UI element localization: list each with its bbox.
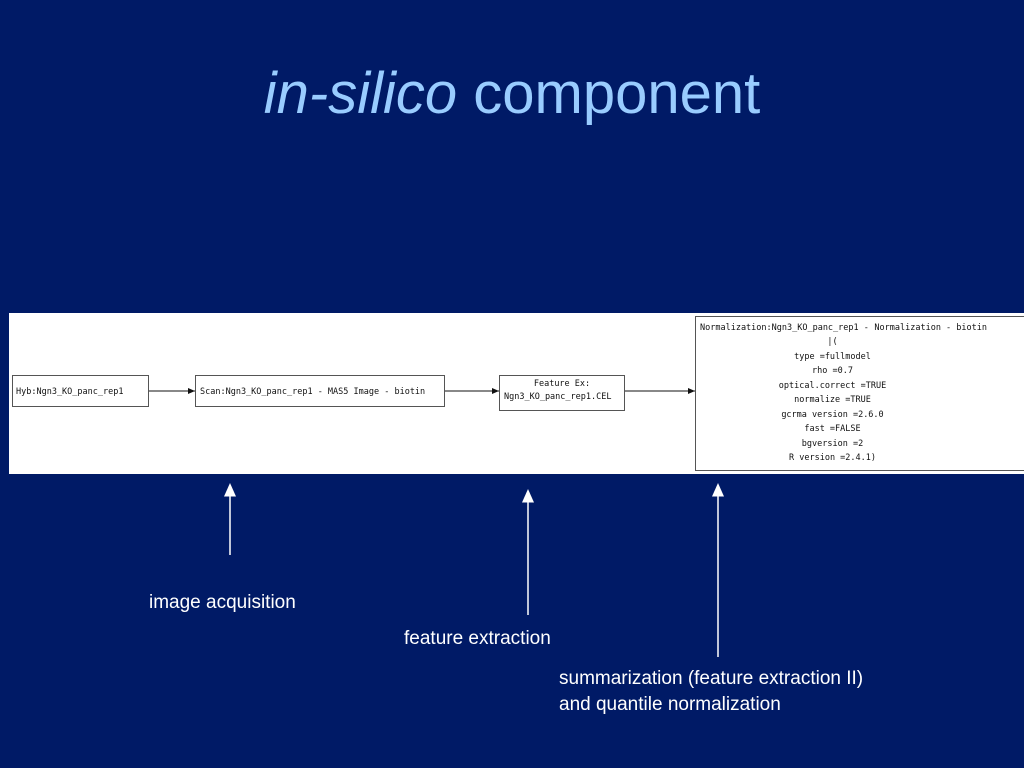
normalization-node: Normalization:Ngn3_KO_panc_rep1 - Normal… <box>695 316 1024 471</box>
scan-node: Scan:Ngn3_KO_panc_rep1 - MAS5 Image - bi… <box>195 375 445 407</box>
hyb-label: Hyb:Ngn3_KO_panc_rep1 <box>16 387 124 397</box>
pipeline-diagram: Hyb:Ngn3_KO_panc_rep1 Scan:Ngn3_KO_panc_… <box>9 313 1024 474</box>
normalization-header: Normalization:Ngn3_KO_panc_rep1 - Normal… <box>700 321 1024 335</box>
feature-label-1: Feature Ex: <box>533 379 591 389</box>
normalization-header-right: Normalization - biotin <box>874 323 987 333</box>
pipeline-arrows <box>149 388 695 394</box>
feature-node: Feature Ex: Ngn3_KO_panc_rep1.CEL <box>499 375 625 411</box>
label-feature-extraction: feature extraction <box>404 628 551 649</box>
feature-label-2: Ngn3_KO_panc_rep1.CEL <box>504 392 612 402</box>
param-line: bgversion =2 <box>801 438 864 449</box>
title-italic: in-silico <box>263 61 458 126</box>
label-summarization-2: and quantile normalization <box>559 694 781 715</box>
normalization-header-left: Normalization:Ngn3_KO_panc_rep1 - <box>700 323 869 333</box>
param-line: optical.correct =TRUE <box>778 380 887 391</box>
param-line: R version =2.4.1) <box>789 453 876 463</box>
param-line: fast =FALSE <box>804 424 861 434</box>
param-line: |( <box>827 337 838 347</box>
slide-title: in-silico component <box>0 60 1024 127</box>
param-line: rho =0.7 <box>812 366 853 376</box>
param-line: normalize =TRUE <box>794 395 871 405</box>
param-line: type =fullmodel <box>794 351 871 362</box>
title-rest: component <box>457 61 761 126</box>
param-line: gcrma version =2.6.0 <box>781 409 884 420</box>
label-summarization-1: summarization (feature extraction II) <box>559 668 864 689</box>
hyb-node: Hyb:Ngn3_KO_panc_rep1 <box>12 375 149 407</box>
label-image-acquisition: image acquisition <box>149 592 296 613</box>
scan-label: Scan:Ngn3_KO_panc_rep1 - MAS5 Image - bi… <box>200 387 426 397</box>
